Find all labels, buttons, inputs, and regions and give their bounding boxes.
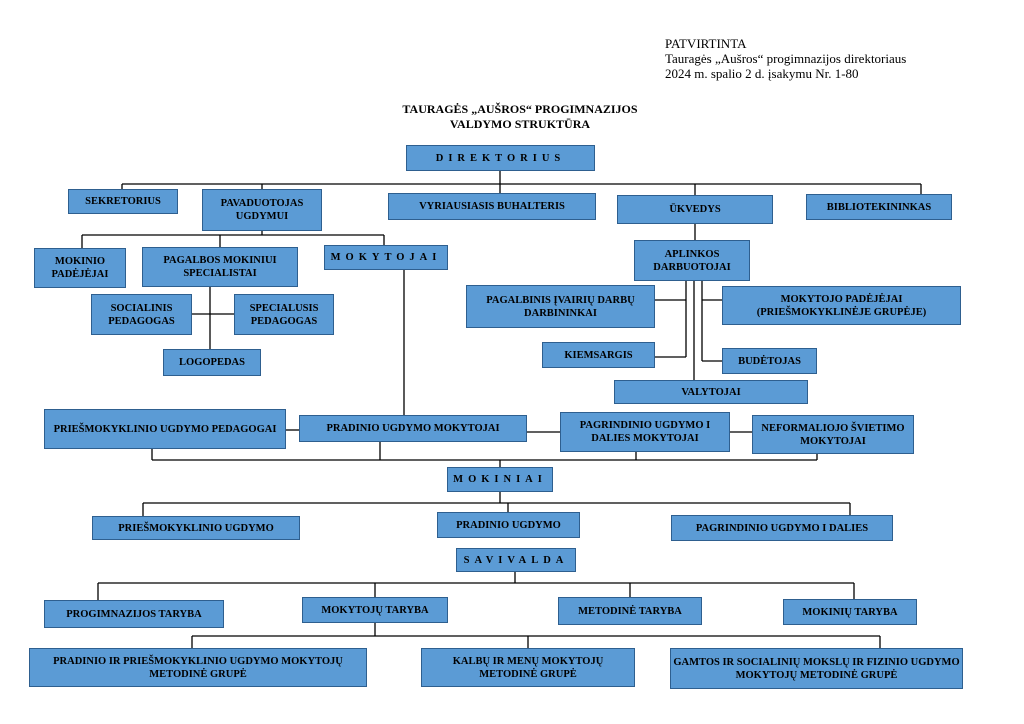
node-direktorius: DIREKTORIUS: [406, 145, 595, 171]
node-valytojai: VALYTOJAI: [614, 380, 808, 404]
node-sekretorius: SEKRETORIUS: [68, 189, 178, 214]
node-mokytoju-taryba: MOKYTOJŲ TARYBA: [302, 597, 448, 623]
node-kiemsargis: KIEMSARGIS: [542, 342, 655, 368]
approval-line-2: Tauragės „Aušros“ progimnazijos direktor…: [665, 51, 907, 66]
node-mokytojo-padejejai: MOKYTOJO PADĖJĖJAI (PRIEŠMOKYKLINĖJE GRU…: [722, 286, 961, 325]
approval-line-3: 2024 m. spalio 2 d. įsakymu Nr. 1-80: [665, 66, 859, 81]
node-socialinis-pedagogas: SOCIALINIS PEDAGOGAS: [91, 294, 192, 335]
node-progimnazijos-taryba: PROGIMNAZIJOS TARYBA: [44, 600, 224, 628]
node-mokiniai: MOKINIAI: [447, 467, 553, 492]
node-mokinio-padejejai: MOKINIO PADĖJĖJAI: [34, 248, 126, 288]
node-pagrindinio-ugdymo: PAGRINDINIO UGDYMO I DALIES: [671, 515, 893, 541]
node-metodine-taryba: METODINĖ TARYBA: [558, 597, 702, 625]
node-bibliotekininkas: BIBLIOTEKININKAS: [806, 194, 952, 220]
diagram-title: TAURAGĖS „AUŠROS“ PROGIMNAZIJOS VALDYMO …: [370, 102, 670, 132]
node-pagalbos-specialistai: PAGALBOS MOKINIUI SPECIALISTAI: [142, 247, 298, 287]
node-pradinio-ugdymo-mokytojai: PRADINIO UGDYMO MOKYTOJAI: [299, 415, 527, 442]
node-specialusis-pedagogas: SPECIALUSIS PEDAGOGAS: [234, 294, 334, 335]
node-vyriausiasis-buhalteris: VYRIAUSIASIS BUHALTERIS: [388, 193, 596, 220]
node-mokiniu-taryba: MOKINIŲ TARYBA: [783, 599, 917, 625]
node-pagalbinis-darbininkai: PAGALBINIS ĮVAIRIŲ DARBŲ DARBININKAI: [466, 285, 655, 328]
node-mokytojai: MOKYTOJAI: [324, 245, 448, 270]
title-line-1: TAURAGĖS „AUŠROS“ PROGIMNAZIJOS: [402, 102, 638, 116]
node-priesmokyklinio-ugdymo: PRIEŠMOKYKLINIO UGDYMO: [92, 516, 300, 540]
node-pagrindinio-mokytojai: PAGRINDINIO UGDYMO I DALIES MOKYTOJAI: [560, 412, 730, 452]
node-pradinio-metodine-grupe: PRADINIO IR PRIEŠMOKYKLINIO UGDYMO MOKYT…: [29, 648, 367, 687]
node-pavaduotojas-ugdymui: PAVADUOTOJAS UGDYMUI: [202, 189, 322, 231]
node-aplinkos-darbuotojai: APLINKOS DARBUOTOJAI: [634, 240, 750, 281]
node-kalbu-metodine-grupe: KALBŲ IR MENŲ MOKYTOJŲ METODINĖ GRUPĖ: [421, 648, 635, 687]
node-logopedas: LOGOPEDAS: [163, 349, 261, 376]
node-pradinio-ugdymo: PRADINIO UGDYMO: [437, 512, 580, 538]
approval-line-1: PATVIRTINTA: [665, 36, 747, 51]
node-gamtos-metodine-grupe: GAMTOS IR SOCIALINIŲ MOKSLŲ IR FIZINIO U…: [670, 648, 963, 689]
node-budetojas: BUDĖTOJAS: [722, 348, 817, 374]
node-ukvedys: ŪKVEDYS: [617, 195, 773, 224]
node-savivalda: SAVIVALDA: [456, 548, 576, 572]
approval-stamp: PATVIRTINTA Tauragės „Aušros“ progimnazi…: [665, 36, 906, 81]
title-line-2: VALDYMO STRUKTŪRA: [449, 117, 591, 131]
node-priesmokyklinio-pedagogai: PRIEŠMOKYKLINIO UGDYMO PEDAGOGAI: [44, 409, 286, 449]
node-neformaliojo-mokytojai: NEFORMALIOJO ŠVIETIMO MOKYTOJAI: [752, 415, 914, 454]
